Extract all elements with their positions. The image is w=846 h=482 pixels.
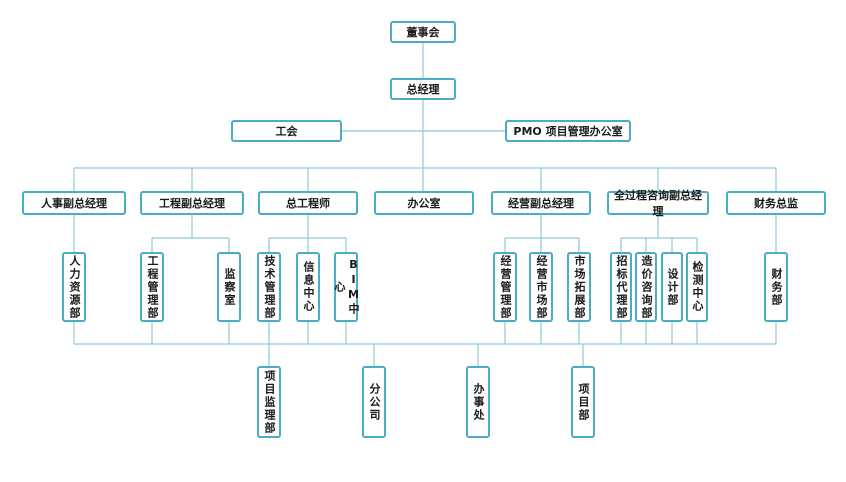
general-manager-box: 总经理 [390,78,456,100]
info-center-box: 信息中心 [296,252,320,322]
union-box: 工会 [231,120,342,142]
supervision-box: 监察室 [217,252,241,322]
inspection-box: 检测中心 [686,252,708,322]
biz-mgmt-box: 经营管理部 [493,252,517,322]
eng-vp-box: 工程副总经理 [140,191,244,215]
branch-company-box: 分公司 [362,366,386,438]
finance-box: 财务部 [764,252,788,322]
office-box: 办公室 [374,191,474,215]
cfo-box: 财务总监 [726,191,826,215]
cost-consult-box: 造价咨询部 [635,252,657,322]
project-supervision-box: 项目监理部 [257,366,281,438]
eng-mgmt-box: 工程管理部 [140,252,164,322]
consult-vp-box: 全过程咨询副总经理 [607,189,709,218]
tech-mgmt-box: 技术管理部 [257,252,281,322]
project-dept-box: 项目部 [571,366,595,438]
pmo-box: PMO 项目管理办公室 [505,120,631,142]
market-expand-box: 市场拓展部 [567,252,591,322]
market-box: 经营市场部 [529,252,553,322]
office-site-box: 办事处 [466,366,490,438]
board-box: 董事会 [390,21,456,43]
bim-center-box: BIM中心 [333,252,360,322]
biz-vp-box: 经营副总经理 [491,191,591,215]
hr-dept-box: 人力资源部 [62,252,86,322]
design-box: 设计部 [661,252,683,322]
tender-agent-box: 招标代理部 [610,252,632,322]
chief-engineer-box: 总工程师 [258,191,358,215]
hr-vp-box: 人事副总经理 [22,191,126,215]
